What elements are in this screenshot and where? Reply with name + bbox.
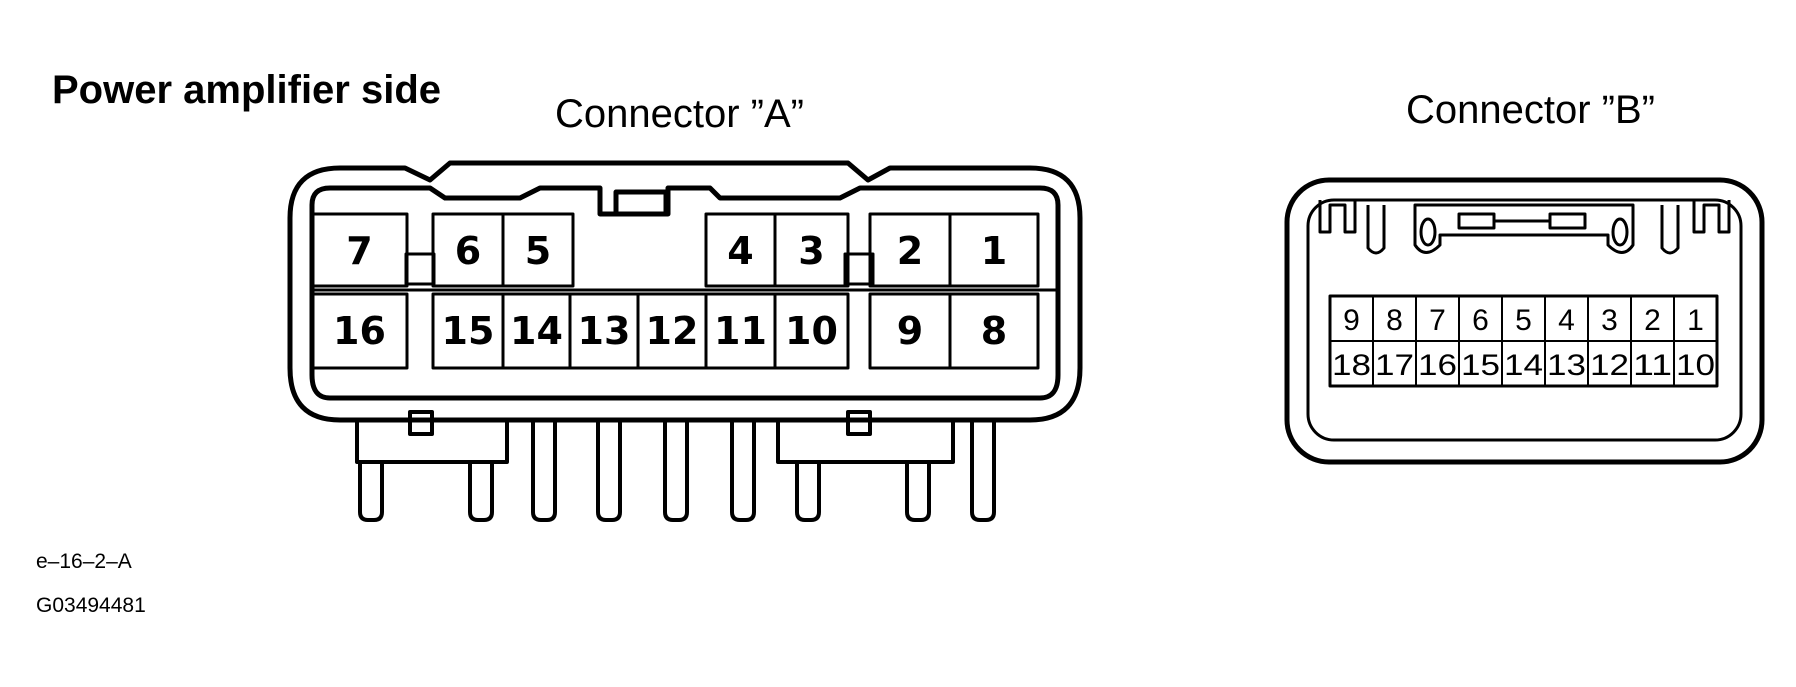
connector-b-pin-5-label: 5 bbox=[1515, 304, 1532, 337]
connector-b-pin-10-cell bbox=[1673, 340, 1718, 387]
connector-a-pin-8-cell bbox=[948, 292, 1040, 370]
connector-b-pin-18-label: 18 bbox=[1332, 349, 1371, 382]
connector-a-pin-4-label: 4 bbox=[727, 229, 753, 273]
connector-b-pin-3-label: 3 bbox=[1601, 304, 1618, 337]
connector-a-pin-9-label: 9 bbox=[897, 309, 923, 353]
connector-b-pin-2-label: 2 bbox=[1644, 304, 1661, 337]
connector-a-pin-7-label: 7 bbox=[346, 229, 372, 273]
connector-b-pin-6-label: 6 bbox=[1472, 304, 1489, 337]
connector-b-pin-12-label: 12 bbox=[1590, 349, 1629, 382]
connector-a-pin-10-cell bbox=[773, 292, 850, 370]
connector-b-pin-4-label: 4 bbox=[1558, 304, 1575, 337]
connector-a-pin-12-label: 12 bbox=[646, 309, 699, 353]
connector-a-pin-16-cell bbox=[310, 292, 409, 370]
figure-code: e–16–2–A bbox=[36, 550, 132, 573]
connector-a-pin-13-label: 13 bbox=[578, 309, 631, 353]
connector-b-pin-10-label: 10 bbox=[1676, 349, 1715, 382]
connector-a-pin-10-label: 10 bbox=[785, 309, 838, 353]
connector-b-pin-17-label: 17 bbox=[1375, 349, 1414, 382]
connector-a-pin-8-label: 8 bbox=[981, 309, 1007, 353]
connector-a-pin-5-label: 5 bbox=[525, 229, 551, 273]
connector-a-pin-14-label: 14 bbox=[510, 309, 563, 353]
connector-a-pin-2-label: 2 bbox=[897, 229, 923, 273]
connector-b-pin-16-label: 16 bbox=[1418, 349, 1457, 382]
connector-a-pin-5-cell bbox=[501, 212, 575, 288]
connector-a-label: Connector ”A” bbox=[555, 92, 804, 136]
connector-b-pin-13-label: 13 bbox=[1547, 349, 1586, 382]
connector-a-pin-1-cell bbox=[948, 212, 1040, 288]
connector-b-pin-14-label: 14 bbox=[1504, 349, 1543, 382]
connector-b-pin-1-label: 1 bbox=[1687, 304, 1704, 337]
connector-a-pin-15-label: 15 bbox=[442, 309, 495, 353]
connector-a-pin-1-label: 1 bbox=[981, 229, 1007, 273]
connector-b-pin-8-label: 8 bbox=[1386, 304, 1403, 337]
connector-a-pin-7-cell bbox=[310, 212, 409, 288]
connector-a-pin-3-label: 3 bbox=[798, 229, 824, 273]
diagram-heading: Power amplifier side bbox=[52, 68, 442, 112]
connector-b-pin-11-label: 11 bbox=[1633, 349, 1672, 382]
connector-b-pin-9-label: 9 bbox=[1343, 304, 1360, 337]
connector-b-pin-7-label: 7 bbox=[1429, 304, 1446, 337]
graphic-id: G03494481 bbox=[36, 594, 146, 617]
connector-b-pin-15-label: 15 bbox=[1461, 349, 1500, 382]
connector-b-label: Connector ”B” bbox=[1406, 88, 1655, 132]
connector-a-pin-11-label: 11 bbox=[714, 309, 767, 353]
connector-a-pin-3-cell bbox=[773, 212, 850, 288]
connector-a-pin-6-label: 6 bbox=[455, 229, 481, 273]
connector-a-pin-16-label: 16 bbox=[333, 309, 386, 353]
